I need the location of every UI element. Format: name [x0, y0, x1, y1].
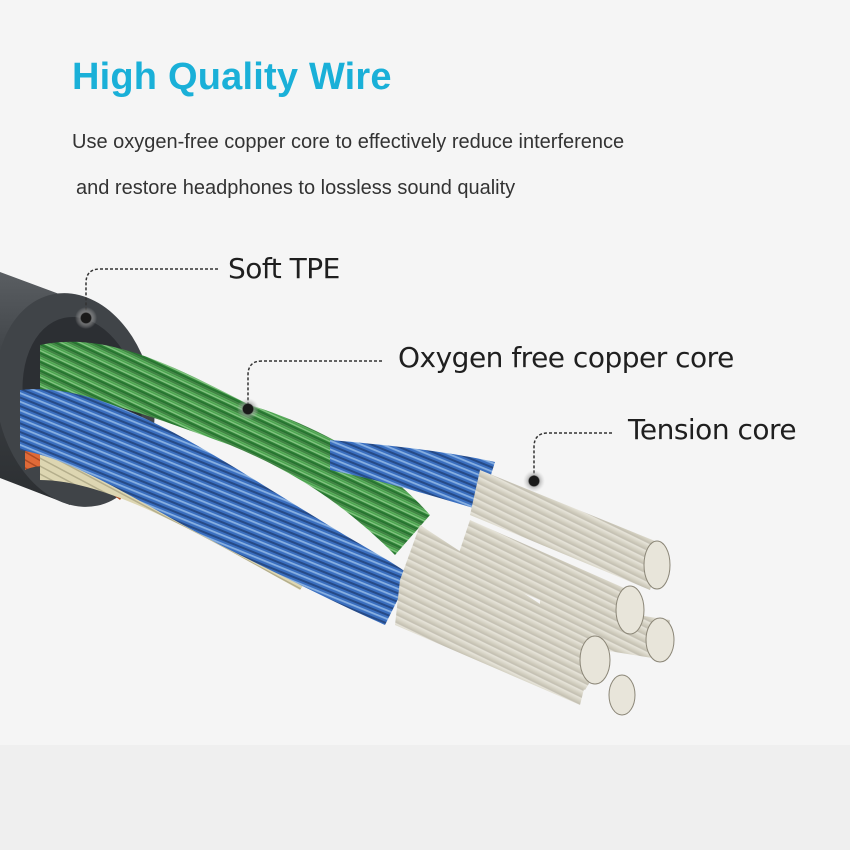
label-soft-tpe: Soft TPE	[228, 252, 340, 285]
label-tension-core: Tension core	[628, 413, 797, 446]
blue-conductor-upper	[330, 440, 495, 510]
callout-dot	[75, 307, 97, 329]
description-line-1: Use oxygen-free copper core to effective…	[72, 131, 625, 153]
page-title: High Quality Wire	[72, 56, 392, 98]
callout-dot	[237, 398, 259, 420]
callout-dot	[523, 470, 545, 492]
description-line-2: and restore headphones to lossless sound…	[76, 177, 516, 199]
callout-soft-tpe	[75, 268, 218, 329]
background-lower-band	[0, 745, 850, 850]
callout-tension-core	[523, 432, 612, 492]
green-conductor	[40, 341, 430, 555]
callout-oxygen-free-copper-core	[237, 360, 382, 420]
tension-core-bundle	[395, 470, 675, 716]
blue-conductor-lower	[20, 389, 410, 625]
label-oxygen-free-copper-core: Oxygen free copper core	[398, 341, 734, 374]
